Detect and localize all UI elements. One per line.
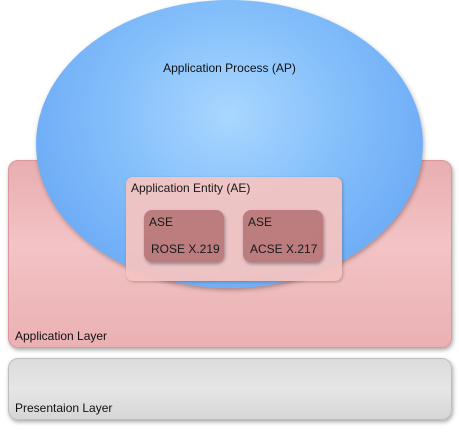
application-layer-label: Application Layer	[15, 329, 108, 343]
ase-type-label: ASE	[248, 215, 273, 229]
ase-acse-box: ASE ACSE X.217	[243, 210, 323, 262]
ase-name-label: ROSE X.219	[151, 242, 220, 256]
presentation-layer: Presentaion Layer	[8, 358, 452, 420]
application-entity-box: Application Entity (AE) ASE ROSE X.219 A…	[126, 177, 342, 281]
application-process-label: Application Process (AP)	[163, 61, 296, 75]
presentation-layer-label: Presentaion Layer	[15, 401, 113, 415]
ase-rose-box: ASE ROSE X.219	[144, 210, 224, 262]
ase-type-label: ASE	[149, 215, 174, 229]
application-entity-label: Application Entity (AE)	[131, 181, 251, 195]
ase-name-label: ACSE X.217	[250, 242, 318, 256]
